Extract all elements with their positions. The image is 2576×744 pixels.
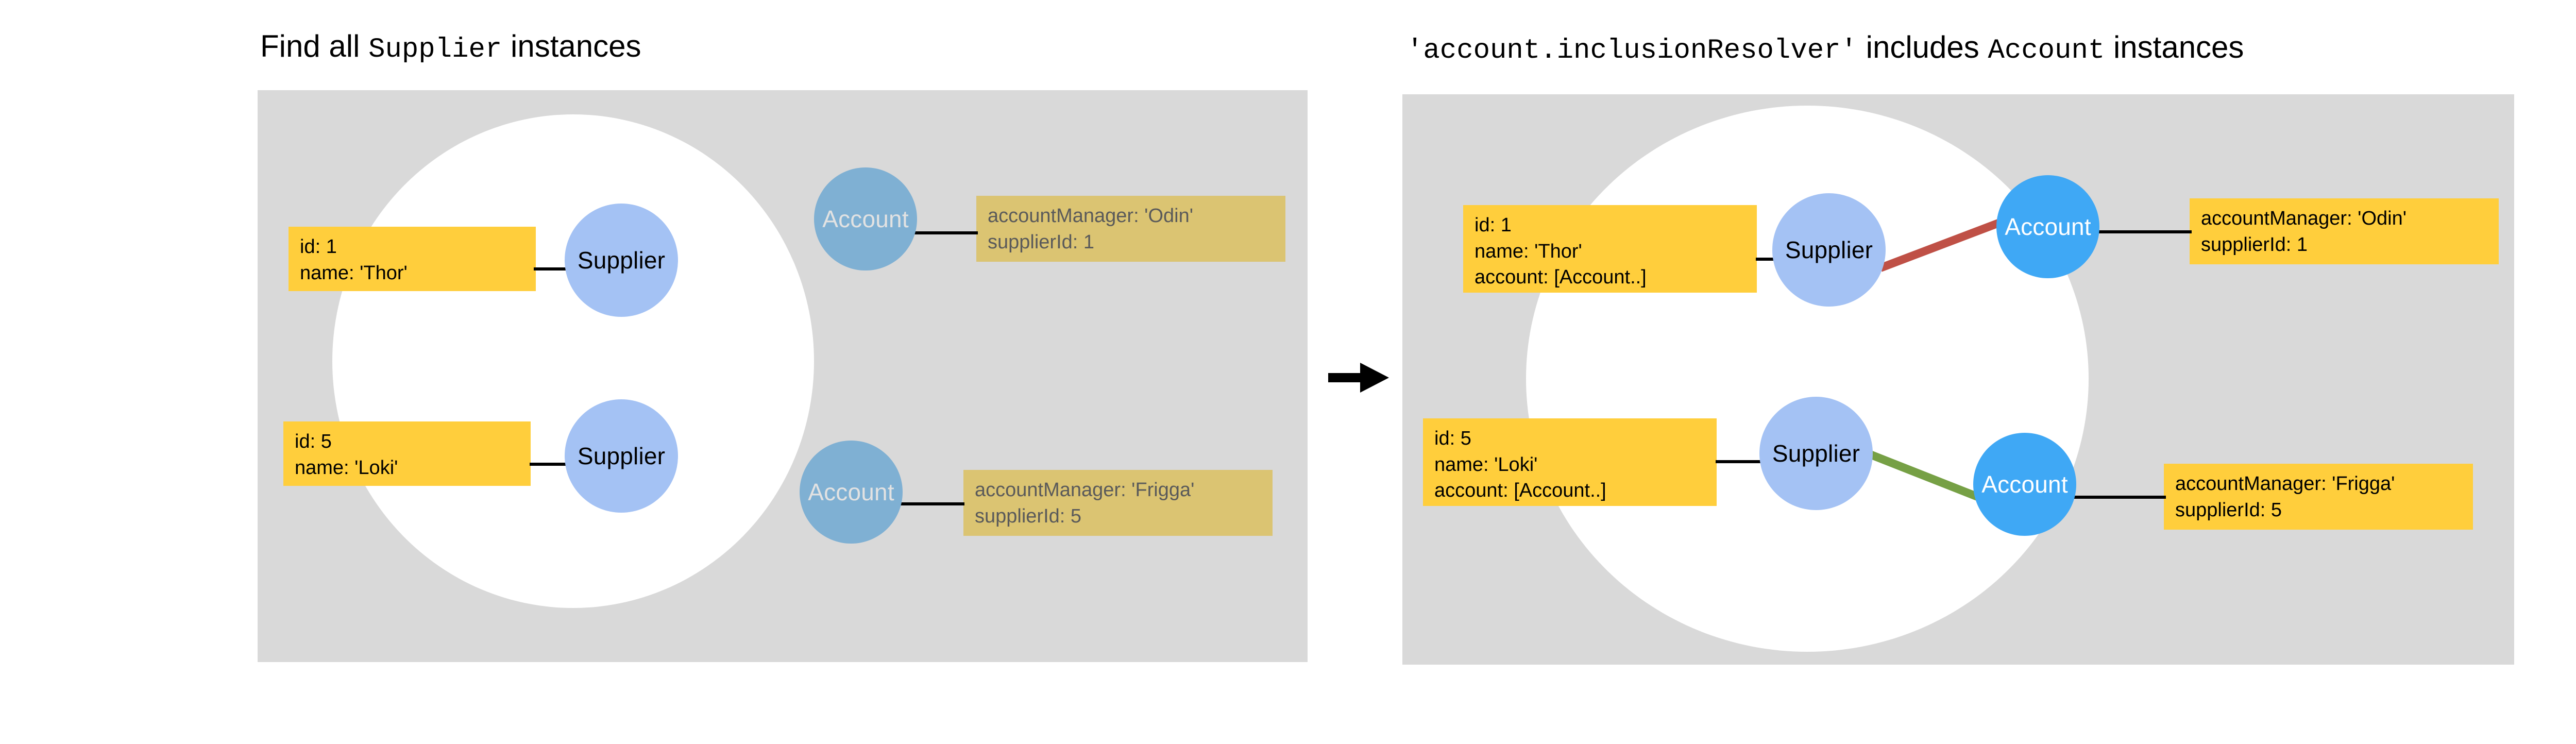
supplier-account-relation-edge-red xyxy=(1879,215,2011,272)
property-line: id: 5 xyxy=(295,431,332,452)
property-line: supplierId: 1 xyxy=(988,231,1095,253)
property-line: name: 'Loki' xyxy=(1434,453,1538,476)
property-line: id: 1 xyxy=(300,236,337,258)
node-label: Account xyxy=(822,206,909,232)
title-text-mid: includes xyxy=(1857,30,1988,64)
right-supplier-1-properties-box: id: 1 name: 'Thor' account: [Account..] xyxy=(1463,205,1757,293)
right-arrow-icon xyxy=(1328,363,1389,393)
right-account-node-1: Account xyxy=(1996,175,2099,278)
left-supplier-node-2: Supplier xyxy=(565,399,678,513)
left-account-node-2: Account xyxy=(800,441,903,544)
property-line: name: 'Loki' xyxy=(295,456,398,479)
property-line: accountManager: 'Frigga' xyxy=(975,479,1195,501)
property-line: supplierId: 5 xyxy=(975,505,1082,527)
right-account-node-2: Account xyxy=(1973,433,2076,536)
property-line: account: [Account..] xyxy=(1434,480,1606,502)
title-text-post: instances xyxy=(502,29,641,63)
node-label: Account xyxy=(808,479,894,505)
property-line: accountManager: 'Odin' xyxy=(988,205,1193,227)
left-account-1-connector xyxy=(912,231,978,234)
right-result-set-blob xyxy=(1526,106,2089,652)
left-supplier-1-connector xyxy=(534,267,566,270)
right-account-1-connector xyxy=(2095,230,2192,233)
node-label: Supplier xyxy=(1772,440,1860,467)
left-supplier-node-1: Supplier xyxy=(565,204,678,317)
property-line: name: 'Thor' xyxy=(1475,240,1582,262)
left-account-2-connector xyxy=(897,502,964,505)
right-supplier-2-properties-box: id: 5 name: 'Loki' account: [Account..] xyxy=(1423,418,1717,506)
left-supplier-2-properties-box: id: 5 name: 'Loki' xyxy=(283,421,531,486)
title-code-account: Account xyxy=(1988,35,2105,66)
property-line: accountManager: 'Odin' xyxy=(2201,208,2406,229)
node-label: Supplier xyxy=(1785,236,1873,263)
property-line: account: [Account..] xyxy=(1475,266,1647,289)
supplier-account-relation-edge-green xyxy=(1866,449,1993,506)
title-text-pre: Find all xyxy=(260,29,369,63)
title-code-supplier: Supplier xyxy=(368,34,502,65)
property-line: id: 5 xyxy=(1434,428,1471,449)
left-account-1-properties-box: accountManager: 'Odin' supplierId: 1 xyxy=(976,196,1285,262)
right-account-1-properties-box: accountManager: 'Odin' supplierId: 1 xyxy=(2190,198,2499,264)
left-account-2-properties-box: accountManager: 'Frigga' supplierId: 5 xyxy=(963,470,1273,536)
property-line: accountManager: 'Frigga' xyxy=(2175,473,2395,495)
right-supplier-2-connector xyxy=(1716,460,1761,463)
property-line: supplierId: 1 xyxy=(2201,233,2308,256)
left-result-set-blob xyxy=(332,114,814,608)
right-supplier-node-1: Supplier xyxy=(1772,193,1886,307)
property-line: id: 1 xyxy=(1475,214,1512,236)
right-panel-title: 'account.inclusionResolver' includes Acc… xyxy=(1406,32,2244,65)
right-supplier-1-connector xyxy=(1756,258,1774,261)
left-account-node-1: Account xyxy=(814,167,917,270)
left-supplier-2-connector xyxy=(530,463,566,466)
right-supplier-node-2: Supplier xyxy=(1759,397,1873,510)
title-text-post: instances xyxy=(2105,30,2244,64)
node-label: Supplier xyxy=(577,247,666,274)
right-account-2-properties-box: accountManager: 'Frigga' supplierId: 5 xyxy=(2164,464,2473,530)
property-line: name: 'Thor' xyxy=(300,262,408,284)
title-code-inclusion-resolver: 'account.inclusionResolver' xyxy=(1406,35,1857,66)
node-label: Account xyxy=(2005,213,2091,240)
right-account-2-connector xyxy=(2072,496,2166,499)
node-label: Account xyxy=(1981,471,2068,498)
left-panel-title: Find all Supplier instances xyxy=(260,31,641,64)
left-supplier-1-properties-box: id: 1 name: 'Thor' xyxy=(289,227,536,291)
property-line: supplierId: 5 xyxy=(2175,499,2282,521)
node-label: Supplier xyxy=(577,443,666,469)
